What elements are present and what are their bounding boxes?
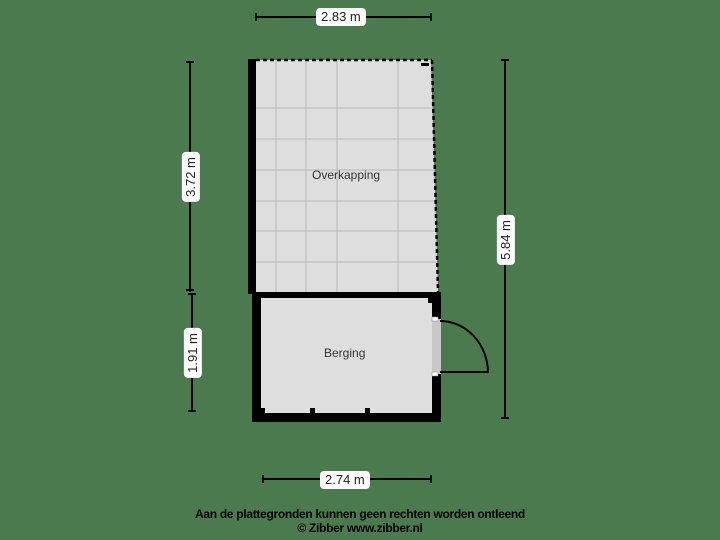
footer-copyright: © Zibber www.zibber.nl	[297, 521, 423, 535]
berging-floor	[261, 298, 432, 413]
dimension-top-width: 2.83 m	[316, 8, 366, 26]
dimension-right-total-height: 5.84 m	[496, 215, 515, 265]
door-frame-top	[431, 316, 439, 322]
corner-marker	[421, 63, 429, 66]
dimension-left-lower-height: 1.91 m	[183, 328, 202, 378]
dimension-bottom-width: 2.74 m	[320, 471, 370, 489]
footer-disclaimer: Aan de plattegronden kunnen geen rechten…	[195, 507, 525, 521]
door-swing-icon	[439, 320, 490, 373]
overkapping-grid	[255, 60, 437, 292]
wall-stub	[428, 298, 432, 303]
wall-stub	[261, 408, 265, 413]
left-wall-upper	[248, 59, 256, 294]
wall-stub	[365, 408, 370, 413]
overkapping-floor	[255, 60, 438, 292]
wall-stub	[310, 408, 315, 413]
dimension-left-upper-height: 3.72 m	[181, 152, 200, 202]
door-frame-bottom	[431, 371, 439, 377]
overkapping-dashed-outline	[256, 58, 440, 293]
room-label-overkapping: Overkapping	[312, 168, 381, 182]
room-label-berging: Berging	[324, 346, 366, 360]
door-opening	[432, 319, 441, 374]
